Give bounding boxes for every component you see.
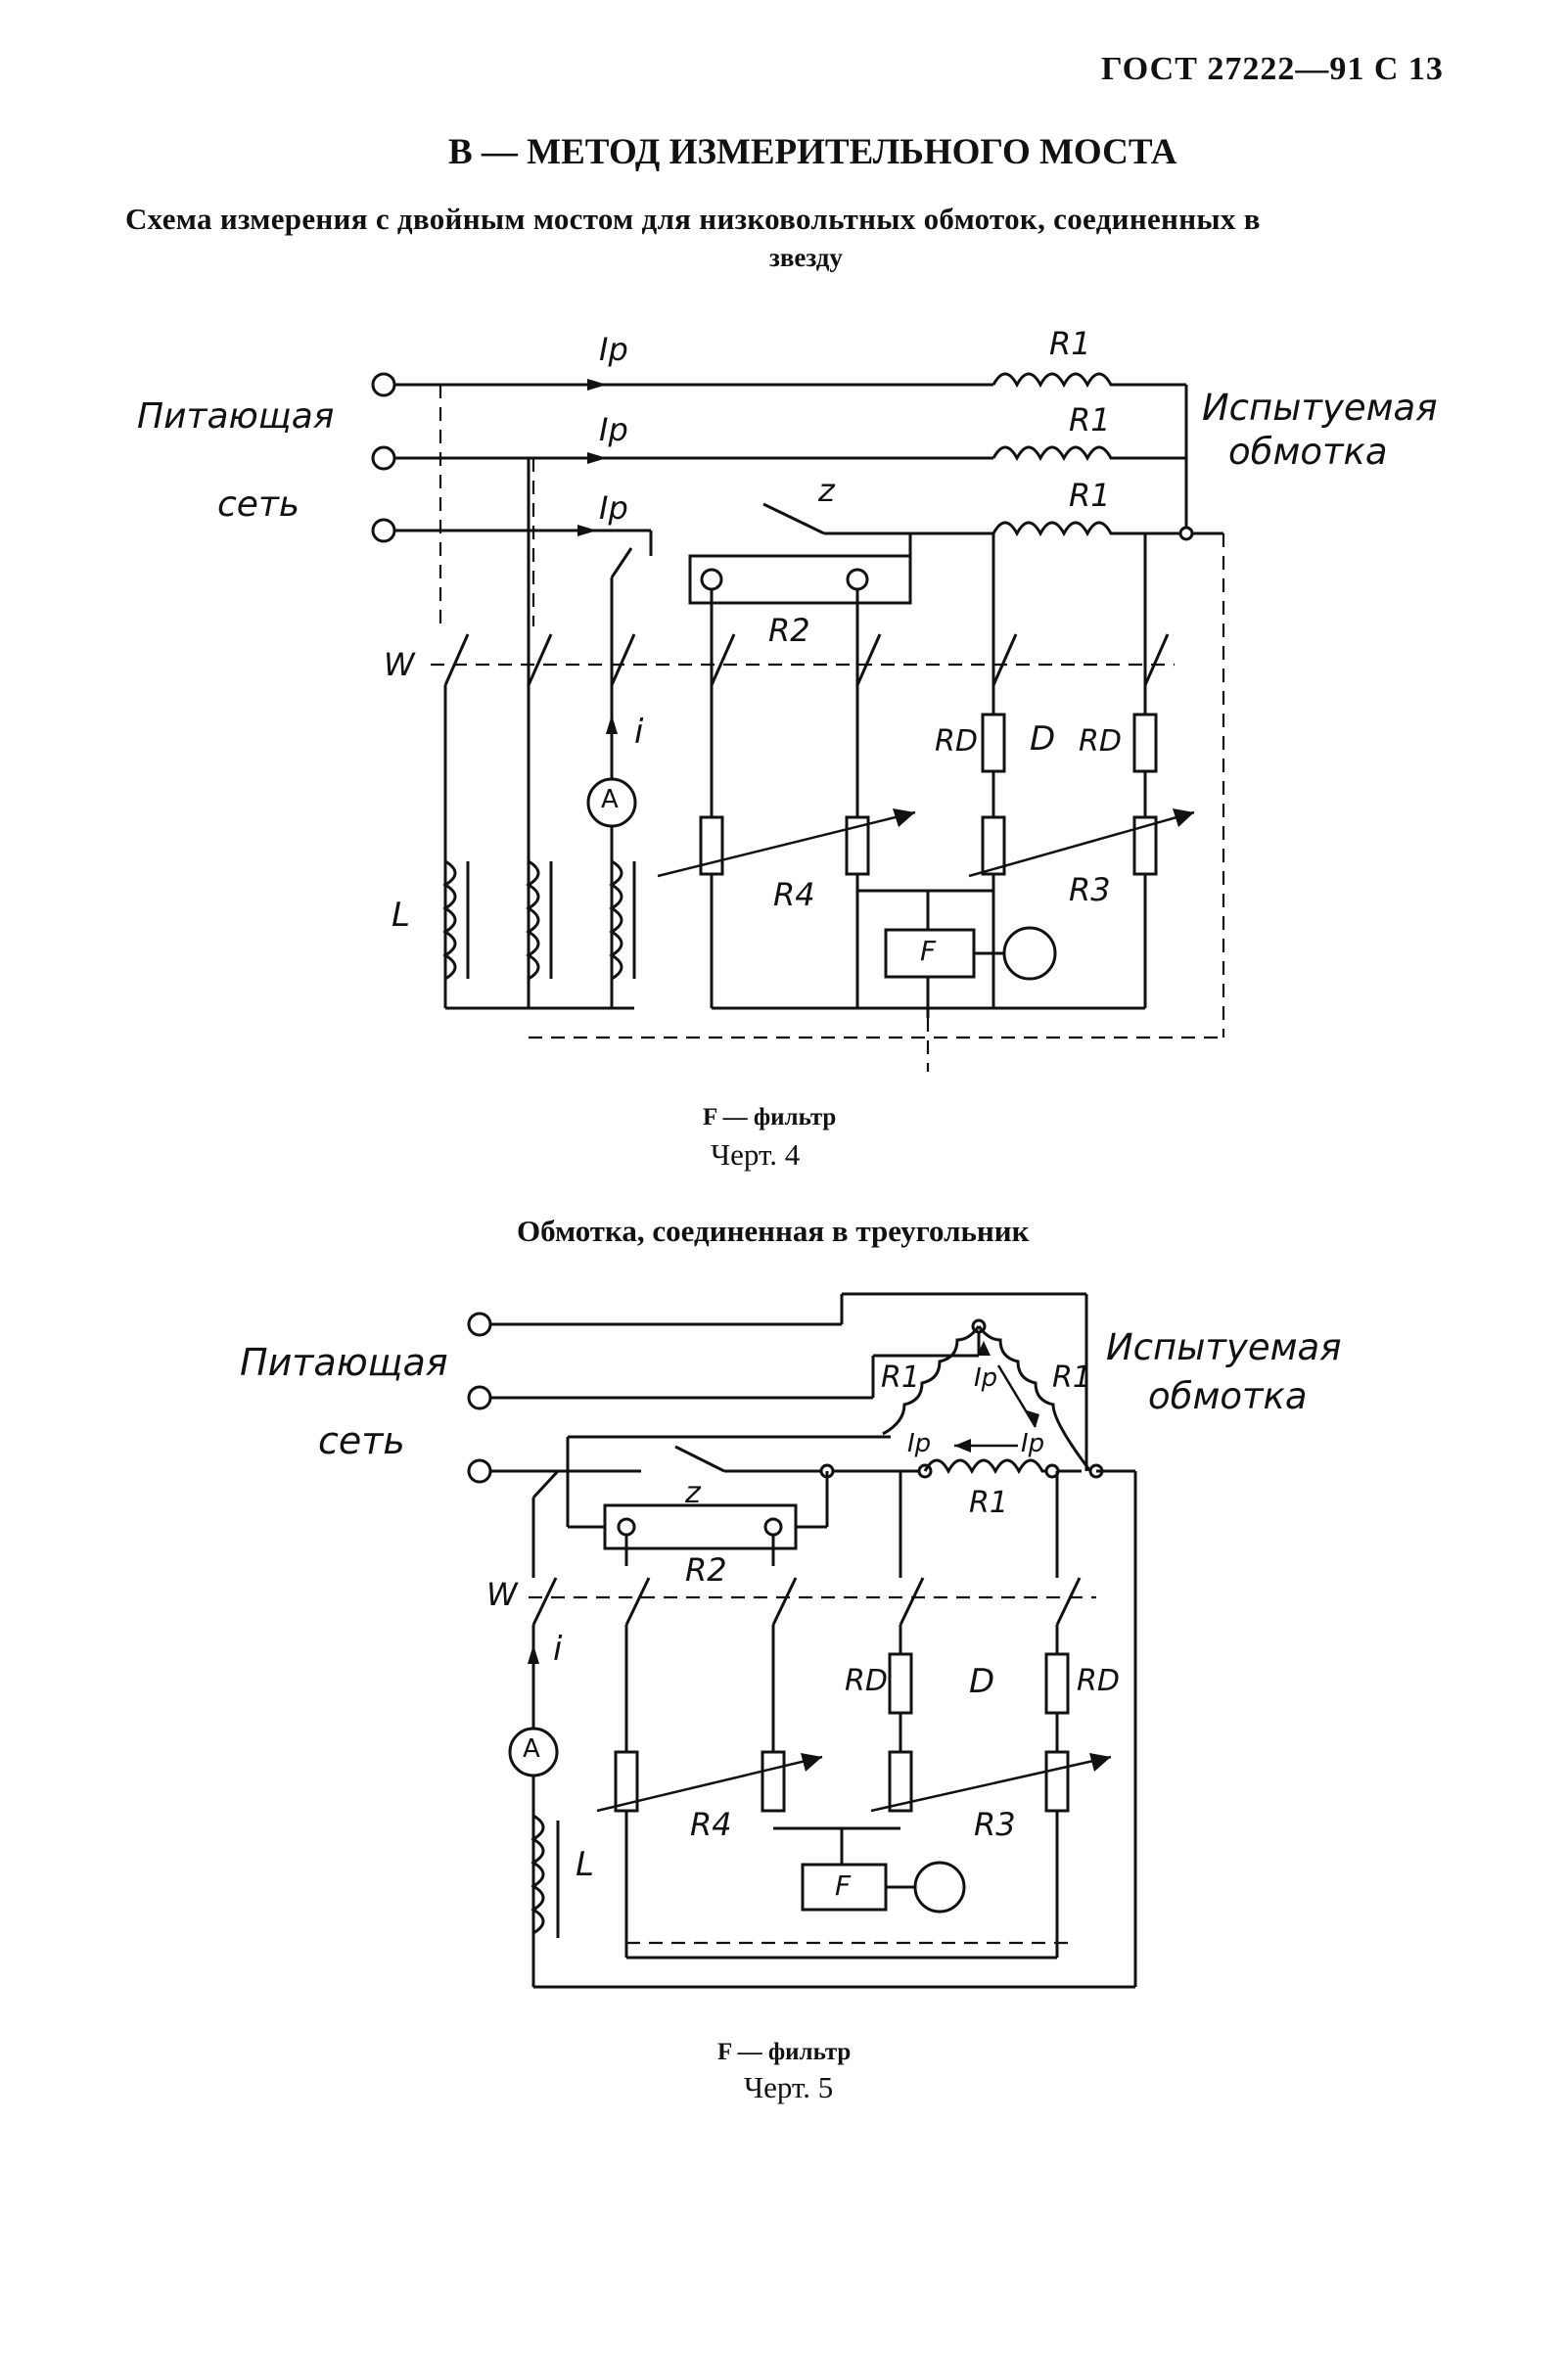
- fig4-inductor-1: [442, 859, 457, 981]
- fig5-r2-label: R2: [685, 1551, 727, 1589]
- fig5-winding-label-1: Испытуемая: [1106, 1326, 1342, 1368]
- fig5-inductor: [530, 1814, 545, 1935]
- fig5-delta-coil-right: [977, 1325, 1092, 1472]
- fig4-inductor-3: [609, 859, 623, 981]
- fig5-i-label: i: [553, 1630, 563, 1669]
- section-title: В — МЕТОД ИЗМЕРИТЕЛЬНОГО МОСТА: [448, 132, 1177, 172]
- fig4-rd-left: [981, 713, 1006, 773]
- fig5-delta-coil-left: [882, 1325, 981, 1436]
- fig5-rd-label-left: RD: [845, 1664, 888, 1698]
- fig4-galvanometer: [1002, 926, 1057, 981]
- fig5-rd-left: [888, 1652, 913, 1715]
- fig4-inductor-2: [526, 859, 540, 981]
- fig4-d-label: D: [1030, 719, 1056, 759]
- fig5-w-label: W: [486, 1576, 518, 1613]
- fig4-r1-label-3: R1: [1069, 477, 1111, 514]
- fig4-winding-label-1: Испытуемая: [1202, 387, 1438, 429]
- fig4-supply-label-1: Питающая: [137, 396, 335, 437]
- fig4-r1-label-1: R1: [1049, 325, 1091, 362]
- fig5-r4-left: [614, 1750, 639, 1813]
- fig5-figure-number: Черт. 5: [744, 2070, 834, 2104]
- fig4-r4-right: [845, 815, 870, 876]
- fig4-ammeter-label: A: [601, 785, 619, 814]
- fig4-figure-number: Черт. 4: [711, 1137, 801, 1172]
- fig5-d-label: D: [969, 1662, 995, 1701]
- fig5-winding-label-2: обмотка: [1148, 1375, 1308, 1417]
- fig4-supply-label-2: сеть: [217, 484, 300, 525]
- fig5-ammeter: [508, 1727, 559, 1777]
- fig5-galvanometer: [913, 1861, 966, 1914]
- fig5-r3-right: [1044, 1750, 1070, 1813]
- fig4-filter-box: [884, 928, 976, 979]
- fig4-ammeter: [586, 777, 637, 828]
- fig4-z-label: z: [818, 472, 835, 509]
- fig4-current-label-1: Ip: [599, 331, 628, 368]
- fig4-r2-label: R2: [768, 612, 810, 649]
- fig4-coil-1: [992, 372, 1155, 389]
- fig5-rd-label-right: RD: [1077, 1664, 1120, 1698]
- fig4-current-label-3: Ip: [599, 489, 628, 527]
- fig5-coil-bottom: [923, 1458, 1082, 1475]
- fig4-winding-label-2: обмотка: [1228, 431, 1388, 473]
- fig5-z-label: z: [685, 1476, 701, 1510]
- fig4-legend: F — фильтр: [703, 1104, 837, 1130]
- fig5-title: Обмотка, соединенная в треугольник: [517, 1214, 1030, 1248]
- fig4-r2-resistor: [688, 554, 912, 605]
- fig4-filter-label: F: [920, 935, 937, 967]
- fig5-filter-box: [801, 1863, 888, 1912]
- fig5-r4-label: R4: [690, 1806, 732, 1843]
- fig4-current-label-2: Ip: [599, 411, 628, 448]
- fig5-r4-right: [761, 1750, 786, 1813]
- fig4-l-label: L: [392, 896, 410, 935]
- fig5-ammeter-label: A: [523, 1734, 540, 1764]
- fig5-supply-label-2: сеть: [318, 1419, 405, 1462]
- fig5-legend: F — фильтр: [717, 2039, 852, 2065]
- fig5-r1-label-right: R1: [1052, 1361, 1091, 1395]
- fig5-r3-left: [888, 1750, 913, 1813]
- fig4-rd-right: [1132, 713, 1158, 773]
- fig4-i-label: i: [634, 713, 644, 752]
- fig5-r1-label-left: R1: [881, 1361, 920, 1395]
- fig4-rd-label-right: RD: [1079, 724, 1122, 759]
- fig4-r3-label: R3: [1069, 871, 1111, 908]
- fig4-r3-left: [981, 815, 1006, 876]
- fig5-filter-label: F: [835, 1869, 852, 1902]
- fig4-caption-line1: Схема измерения с двойным мостом для низ…: [125, 202, 1261, 236]
- fig4-rd-label-left: RD: [935, 724, 978, 759]
- fig5-l-label: L: [576, 1845, 594, 1884]
- fig5-r3-label: R3: [974, 1806, 1016, 1843]
- fig4-caption-line2: звезду: [769, 243, 843, 272]
- fig5-current-label-3: Ip: [907, 1429, 932, 1458]
- fig5-current-label-2: Ip: [1021, 1429, 1045, 1458]
- page-header: ГОСТ 27222—91 С 13: [1101, 51, 1444, 87]
- fig5-rd-right: [1044, 1652, 1070, 1715]
- fig5-current-label-1: Ip: [974, 1363, 998, 1393]
- fig4-r1-label-2: R1: [1069, 401, 1111, 438]
- fig5-r1-label-bottom: R1: [969, 1486, 1008, 1520]
- fig5-supply-label-1: Питающая: [240, 1341, 448, 1384]
- fig4-r3-right: [1132, 815, 1158, 876]
- fig4-w-label: W: [384, 646, 415, 683]
- fig4-coil-3: [992, 521, 1155, 537]
- fig4-coil-2: [992, 445, 1155, 462]
- fig4-r4-label: R4: [773, 876, 815, 913]
- fig4-r4-left: [699, 815, 724, 876]
